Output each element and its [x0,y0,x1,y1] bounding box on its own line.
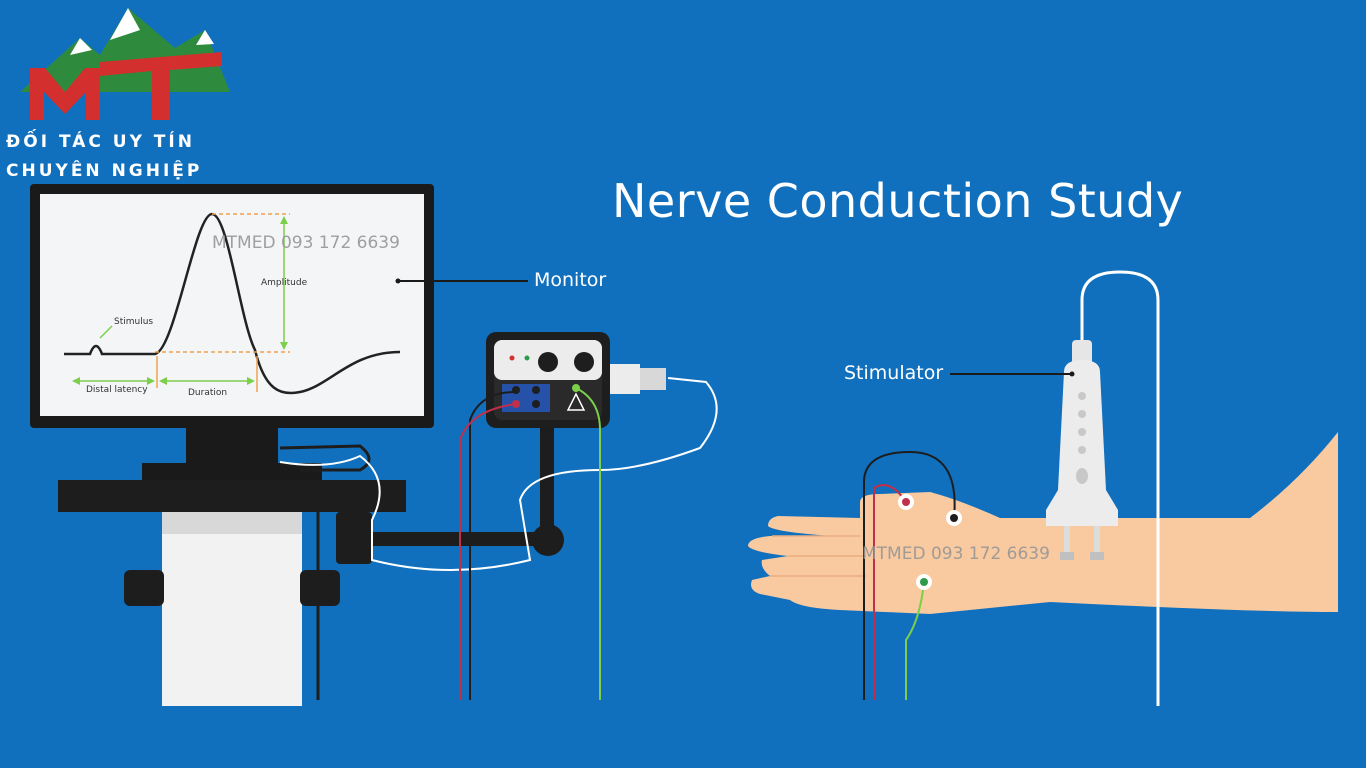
watermark-top: MTMED 093 172 6639 [212,233,400,253]
monitor [30,184,434,481]
logo-letters-icon [30,52,222,120]
hand-electrodes [863,450,962,700]
stimulus-label: Stimulus [114,317,154,327]
forearm-hand [748,432,1338,614]
monitor-label: Monitor [534,269,607,291]
page-title: Nerve Conduction Study [612,174,1184,228]
amplitude-label: Amplitude [261,278,308,288]
logo-mountain-icon [20,8,230,92]
amplifier-box [486,332,666,428]
distal-latency-label: Distal latency [86,385,148,395]
cart-stand [58,480,406,706]
logo-tagline-line2: CHUYÊN NGHIỆP [6,161,203,181]
stimulator-label: Stimulator [844,362,944,384]
stimulator [1046,270,1160,706]
logo-tagline-line1: ĐỐI TÁC UY TÍN [6,132,195,152]
mounting-arm [336,420,564,564]
waveform [64,212,401,395]
duration-label: Duration [188,388,228,398]
watermark-bottom: MTMED 093 172 6639 [862,544,1050,564]
